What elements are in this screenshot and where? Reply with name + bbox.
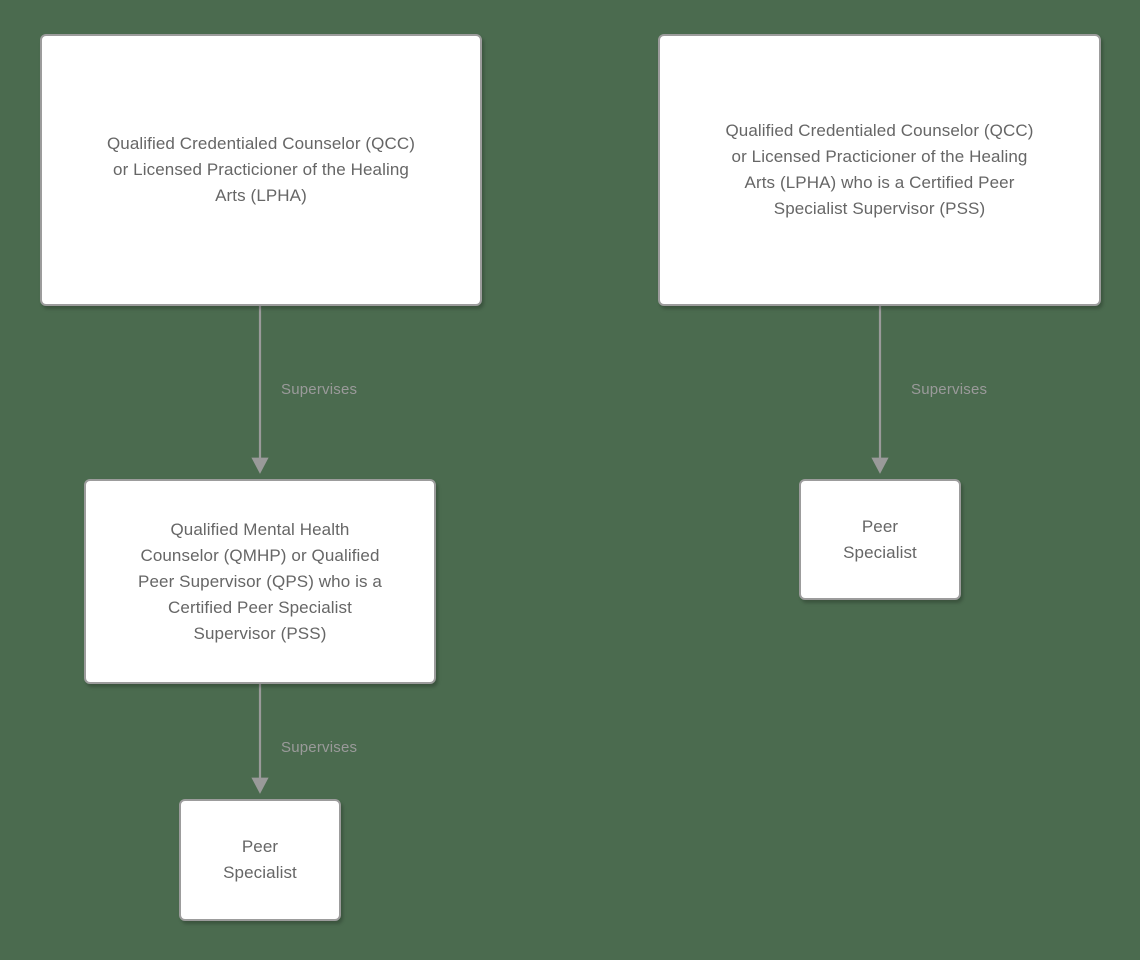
node-qualified-mental-health-counselor-qps-pss[interactable]: Qualified Mental Health Counselor (QMHP)…: [84, 479, 436, 684]
node-qualified-credentialed-counselor-lpha-pss[interactable]: Qualified Credentialed Counselor (QCC) o…: [658, 34, 1101, 306]
edge-label-supervises-1: Supervises: [281, 381, 358, 398]
node-label: Qualified Mental Health Counselor (QMHP)…: [138, 519, 382, 643]
node-label: Qualified Credentialed Counselor (QCC) o…: [725, 121, 1034, 218]
edge-label-supervises-3: Supervises: [911, 381, 988, 398]
node-label: Qualified Credentialed Counselor (QCC) o…: [106, 134, 416, 205]
node-qualified-credentialed-counselor-lpha[interactable]: Qualified Credentialed Counselor (QCC) o…: [40, 34, 482, 306]
node-peer-specialist-right[interactable]: Peer Specialist: [799, 479, 961, 600]
edge-label-supervises-2: Supervises: [281, 739, 358, 756]
node-label: Peer Specialist: [223, 837, 297, 882]
node-label: Peer Specialist: [843, 516, 917, 562]
node-peer-specialist-left[interactable]: Peer Specialist: [179, 799, 341, 921]
